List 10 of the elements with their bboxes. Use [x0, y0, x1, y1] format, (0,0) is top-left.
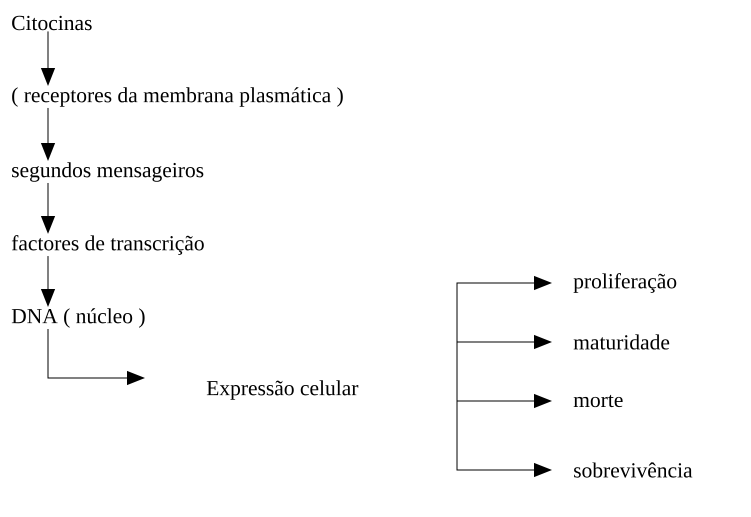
step-text: Citocinas — [12, 16, 92, 30]
step-text: segundos mensageiros — [12, 162, 204, 182]
step-text: sobrevivência — [574, 462, 692, 478]
step-text: maturidade — [574, 334, 670, 350]
step-text: factores de transcrição — [12, 235, 204, 255]
step-text: proliferação — [574, 273, 676, 293]
step-text: DNA ( núcleo ) — [12, 308, 145, 328]
step-text: Expressão celular — [206, 380, 358, 400]
step-text: ( receptores da membrana plasmática ) — [12, 87, 343, 107]
step-text: morte — [574, 394, 623, 408]
